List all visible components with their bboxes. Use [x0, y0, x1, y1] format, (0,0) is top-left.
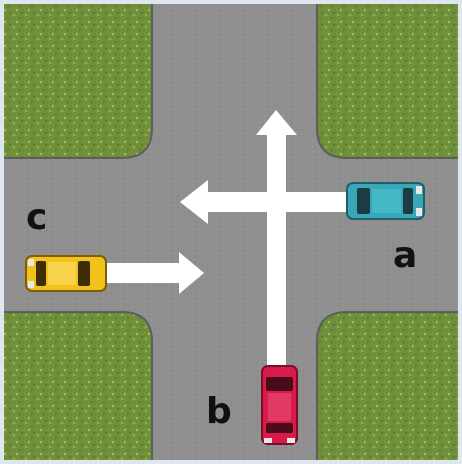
car-label-a: a	[393, 238, 417, 274]
car-label-b: b	[206, 394, 232, 430]
car-a	[347, 183, 424, 219]
car-b	[262, 366, 297, 444]
car-label-c: c	[26, 200, 47, 236]
car-c	[26, 256, 106, 291]
